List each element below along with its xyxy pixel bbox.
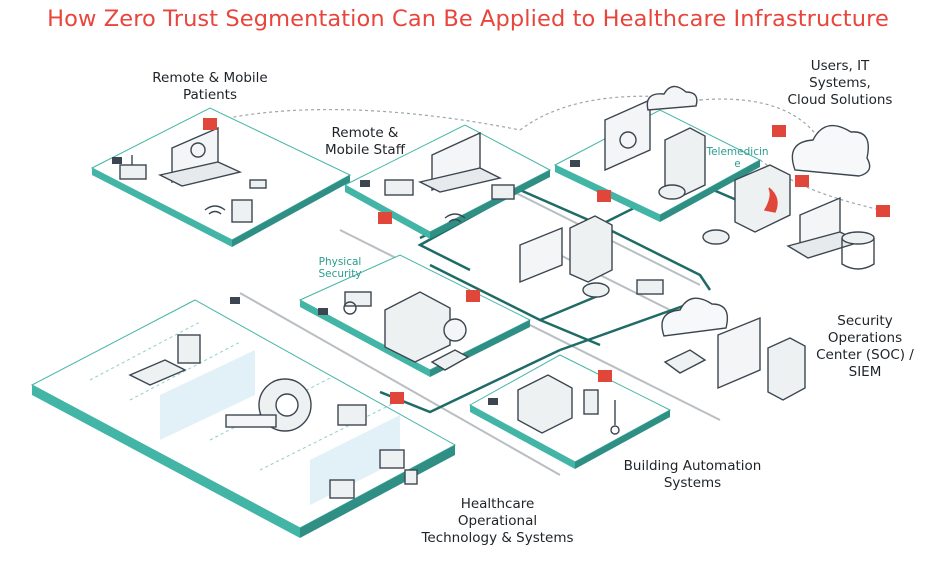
label-remote-patients: Remote & Mobile Patients <box>130 70 290 104</box>
label-line: Systems, <box>809 75 871 91</box>
workstation-icon <box>337 404 367 426</box>
workstation-icon <box>379 449 405 469</box>
workstation-icon <box>329 479 355 499</box>
chair-icon <box>404 469 418 485</box>
label-line: Telemedicin <box>706 146 769 158</box>
tablet-icon <box>231 199 253 223</box>
firewall-icon <box>734 164 791 233</box>
label-line: Security <box>837 313 893 329</box>
label-remote-staff: Remote & Mobile Staff <box>305 125 425 159</box>
lock-icon <box>876 205 890 217</box>
label-building-automation: Building Automation Systems <box>605 458 780 492</box>
server-tower-icon <box>767 337 806 401</box>
tablet-icon <box>430 349 470 371</box>
cloud-icon <box>646 85 698 111</box>
label-line: Building Automation <box>623 458 762 474</box>
label-line: Healthcare <box>460 496 535 512</box>
router-icon <box>636 279 664 295</box>
cloud-icon <box>791 124 871 177</box>
desktop-monitor-icon <box>717 316 761 390</box>
diagram-title: How Zero Trust Segmentation Can Be Appli… <box>47 6 889 32</box>
corner-padlocks <box>112 157 580 405</box>
router-icon <box>658 184 686 200</box>
medical-equipment-icon <box>177 334 201 364</box>
label-users-it: Users, IT Systems, Cloud Solutions <box>770 58 910 109</box>
cloud-icon <box>661 297 729 337</box>
label-line: Security <box>318 268 362 280</box>
segmentation-locks <box>203 118 890 404</box>
building-icon <box>384 291 451 363</box>
label-line: Mobile Staff <box>324 142 405 158</box>
server-tower-icon <box>569 215 613 283</box>
phone-icon <box>249 179 267 189</box>
phone-icon <box>583 389 599 415</box>
label-line: Technology & Systems <box>421 530 574 546</box>
label-line: Systems <box>663 475 722 491</box>
lock-icon <box>795 175 809 187</box>
lock-icon <box>466 290 480 302</box>
label-soc: Security Operations Center (SOC) / SIEM <box>800 313 930 381</box>
desktop-monitor-icon <box>604 98 651 172</box>
router-icon <box>702 229 730 245</box>
wifi-icon <box>444 213 466 223</box>
lock-icon <box>598 370 612 382</box>
security-camera-icon <box>343 291 372 315</box>
platform-healthcare-ot <box>30 299 457 538</box>
laptop-icon <box>417 131 503 193</box>
label-line: Physical <box>318 256 362 268</box>
label-line: Center (SOC) / <box>816 347 914 363</box>
database-icon <box>841 231 875 270</box>
clock-icon <box>443 318 467 342</box>
lock-icon <box>203 118 217 130</box>
label-line: SIEM <box>848 364 882 380</box>
wifi-icon <box>204 205 226 215</box>
laptop-icon <box>786 196 862 259</box>
desktop-monitor-icon <box>519 226 563 284</box>
lock-icon <box>390 392 404 404</box>
label-line: Remote & <box>331 125 399 141</box>
label-physical-security: Physical Security <box>305 256 375 280</box>
building-icon <box>517 374 573 434</box>
lock-icon <box>772 125 786 137</box>
label-telemedicine: Telemedicin e <box>700 146 775 170</box>
laptop-icon <box>157 126 243 187</box>
label-line: Cloud Solutions <box>787 92 893 108</box>
tablet-icon <box>663 349 707 374</box>
label-line: Patients <box>182 87 238 103</box>
router-icon <box>384 179 414 196</box>
thermometer-icon <box>610 400 620 435</box>
label-line: e <box>734 158 741 170</box>
label-line: Operational <box>457 513 538 529</box>
phone-icon <box>491 184 515 200</box>
router-icon <box>582 282 610 298</box>
label-line: Users, IT <box>810 58 870 74</box>
label-healthcare-ot: Healthcare Operational Technology & Syst… <box>410 496 585 547</box>
label-line: Operations <box>827 330 903 346</box>
hospital-bed-icon <box>128 359 187 386</box>
lock-icon <box>597 190 611 202</box>
mri-scanner-icon <box>225 378 312 432</box>
device-icons <box>119 85 875 499</box>
router-icon <box>119 155 147 180</box>
dashed-connections <box>209 95 881 211</box>
label-line: Remote & Mobile <box>152 70 268 86</box>
lock-icon <box>378 212 392 224</box>
